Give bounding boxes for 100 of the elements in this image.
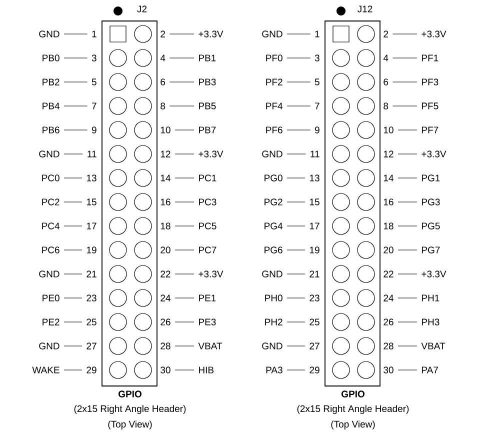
pin-signal-label: PE2 (42, 318, 60, 326)
pin-number: 20 (384, 246, 394, 254)
pin-number: 25 (86, 318, 96, 326)
header-note: (Top View) (331, 420, 375, 430)
pin-number: 14 (384, 174, 394, 182)
pin-number: 14 (160, 174, 170, 182)
pin-signal-label: PB5 (199, 102, 216, 110)
header-note: (Top View) (108, 420, 152, 430)
pin-number: 3 (314, 54, 320, 62)
pin-number: 28 (384, 342, 394, 350)
pin-signal-label: PH2 (265, 318, 282, 326)
pin-number: 23 (310, 294, 320, 302)
connector-label: J12 (358, 6, 372, 12)
pin-signal-label: PG4 (264, 222, 283, 230)
pin-signal-label: PC0 (42, 174, 60, 182)
pin-signal-label: PC1 (199, 174, 216, 182)
pin-number: 19 (86, 246, 96, 254)
pin-signal-label: GND (262, 150, 282, 158)
connector-title: GPIO (342, 390, 364, 398)
pin-number: 30 (160, 366, 170, 374)
pin-number: 6 (384, 78, 388, 86)
pin-number: 3 (92, 54, 96, 62)
pin-signal-label: PA7 (422, 366, 438, 374)
pin-signal-label: HIB (199, 366, 214, 374)
pin-signal-label: PG2 (264, 198, 282, 206)
pin-number: 27 (86, 342, 96, 350)
pin-signal-label: PH0 (265, 294, 282, 302)
pin-signal-label: PF0 (266, 54, 282, 62)
pin-number: 18 (160, 222, 170, 230)
pin-signal-label: PC4 (42, 222, 60, 230)
pin-signal-label: PB3 (199, 78, 216, 86)
pin-number: 9 (314, 126, 320, 134)
pin-number: 5 (314, 78, 320, 86)
pin-number: 15 (86, 198, 96, 206)
pin-signal-label: PC5 (199, 222, 216, 230)
pin-number: 20 (160, 246, 170, 254)
pin-number: 1 (92, 30, 96, 38)
pin-signal-label: PB7 (199, 126, 216, 134)
pin-signal-label: PB1 (199, 54, 216, 62)
pin-number: 4 (383, 54, 388, 62)
pin-number: 10 (384, 126, 394, 134)
pin-signal-label: VBAT (421, 342, 446, 350)
pin-signal-label: PF7 (422, 126, 438, 134)
pin-signal-label: PB0 (42, 54, 60, 62)
pin-signal-label: PG6 (264, 246, 282, 254)
pin-signal-label: PE0 (42, 294, 60, 302)
pin-signal-label: PC3 (199, 198, 216, 206)
pin-signal-label: PG7 (422, 246, 440, 254)
pin-signal-label: PE1 (199, 294, 216, 302)
pin-number: 16 (384, 198, 394, 206)
pin-signal-label: GND (262, 342, 282, 350)
pin-number: 4 (160, 54, 166, 62)
pin-number: 17 (310, 222, 320, 230)
pin-number: 21 (310, 270, 320, 278)
pin-number: 21 (86, 270, 96, 278)
pin-number: 13 (86, 174, 96, 182)
pin-signal-label: PF1 (422, 54, 438, 62)
pin-signal-label: PC2 (42, 198, 60, 206)
pin-number: 5 (92, 78, 96, 86)
pin-number: 12 (160, 150, 170, 158)
pin-signal-label: PG5 (422, 222, 440, 230)
pin-number: 23 (86, 294, 96, 302)
pin-signal-label: +3.3V (198, 270, 224, 278)
pin-signal-label: PF3 (422, 78, 438, 86)
pin-signal-label: +3.3V (422, 270, 446, 278)
pin-signal-label: PC6 (42, 246, 60, 254)
pin-signal-label: GND (262, 30, 282, 38)
pin-number: 29 (86, 366, 96, 374)
pin-signal-label: PH1 (422, 294, 440, 302)
pin-number: 11 (310, 150, 320, 158)
pin-number: 29 (310, 366, 320, 374)
pin-signal-label: VBAT (198, 342, 222, 350)
pin-number: 24 (160, 294, 170, 302)
pin-number: 13 (310, 174, 320, 182)
pin-number: 10 (160, 126, 170, 134)
pin-number: 6 (160, 78, 166, 86)
pin-number: 2 (384, 30, 388, 38)
pin-signal-label: PF2 (266, 78, 282, 86)
pin-number: 26 (384, 318, 394, 326)
pin-signal-label: +3.3V (422, 30, 446, 38)
pin-number: 22 (384, 270, 394, 278)
pin-number: 17 (86, 222, 96, 230)
pin-signal-label: GND (39, 150, 60, 158)
pin-number: 28 (160, 342, 170, 350)
pin-number: 27 (310, 342, 320, 350)
pin-number: 30 (384, 366, 394, 374)
pin-number: 12 (384, 150, 394, 158)
pin-signal-label: GND (39, 270, 60, 278)
pin-number: 26 (160, 318, 170, 326)
pin-number: 22 (160, 270, 170, 278)
pin-number: 16 (160, 198, 170, 206)
connector-label: J2 (137, 6, 147, 12)
pin-signal-label: PG3 (422, 198, 440, 206)
connector-title: GPIO (118, 390, 142, 398)
pin-signal-label: WAKE (32, 366, 60, 374)
pin-signal-label: PC7 (199, 246, 216, 254)
pin-signal-label: PB4 (42, 102, 60, 110)
pin-signal-label: PG0 (264, 174, 282, 182)
pin-number: 9 (92, 126, 96, 134)
pin-number: 7 (92, 102, 96, 110)
